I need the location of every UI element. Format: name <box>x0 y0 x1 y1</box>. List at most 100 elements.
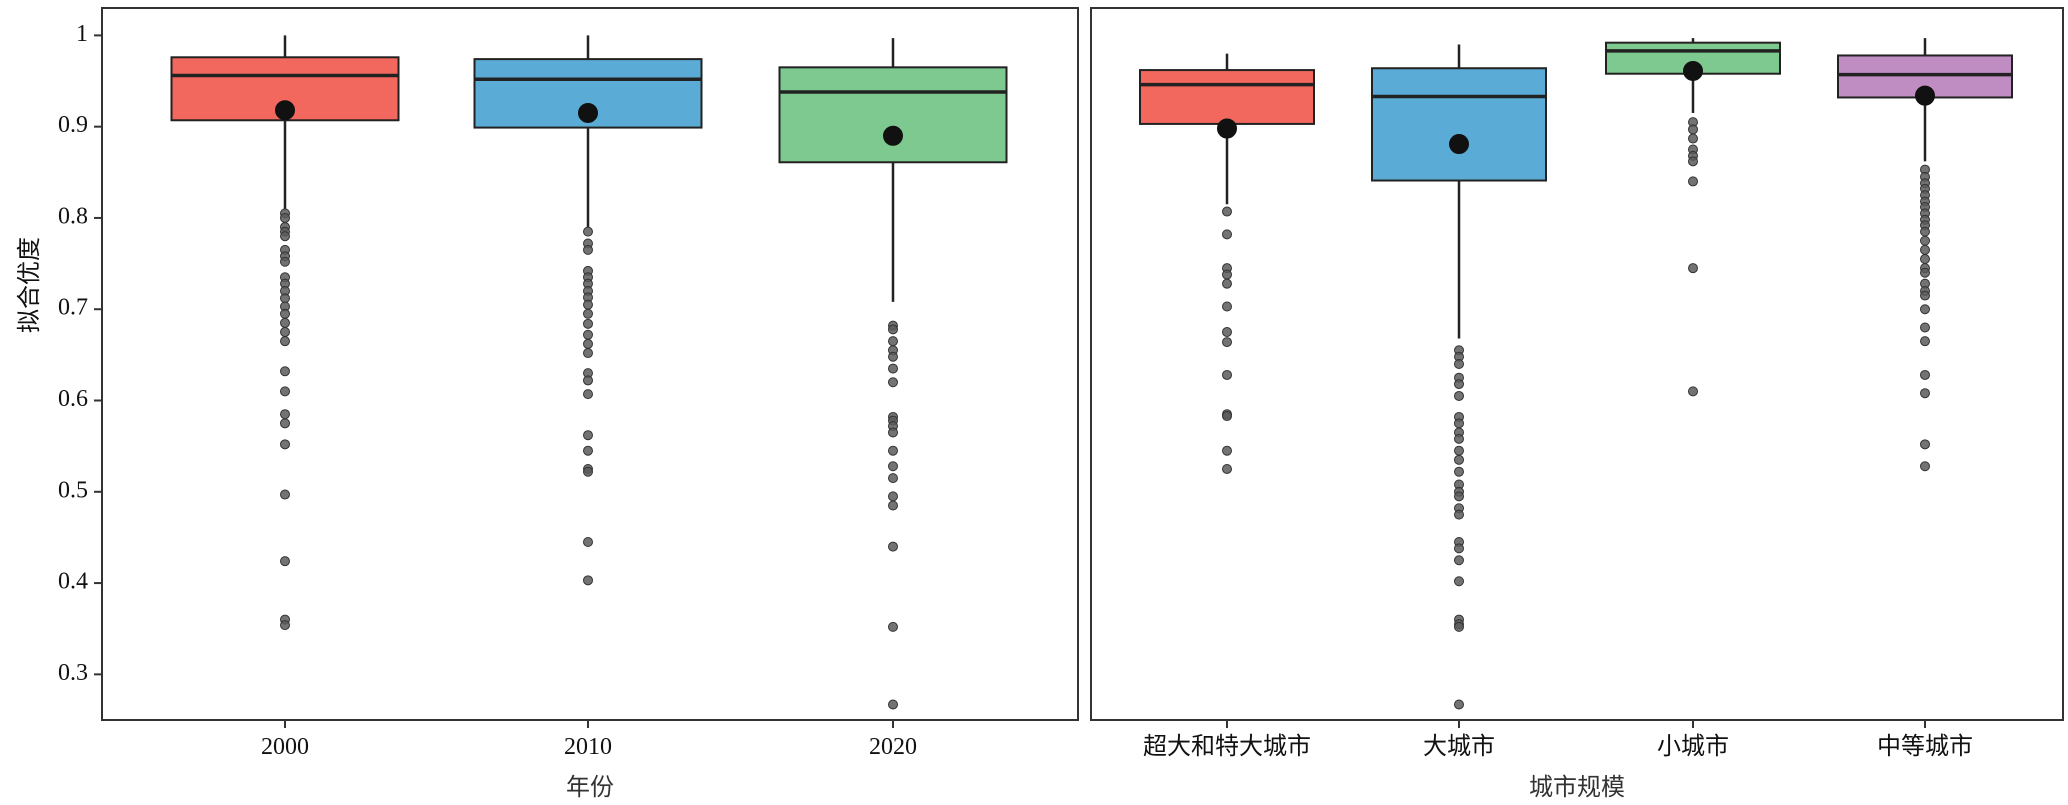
outlier-point <box>280 366 290 377</box>
box-2-4: 中等城市 <box>1837 38 2013 760</box>
outlier-point <box>1454 555 1464 566</box>
outlier-point <box>583 226 593 237</box>
outlier-point <box>1920 267 1930 278</box>
outlier-point <box>1222 411 1232 422</box>
outlier-point <box>1454 359 1464 369</box>
outlier-point <box>583 466 593 477</box>
outlier-point <box>1920 254 1930 265</box>
outlier-point <box>583 389 593 400</box>
outlier-point <box>583 537 593 547</box>
outlier-point <box>1688 176 1698 187</box>
outlier-point <box>888 427 898 438</box>
outlier-point <box>1454 621 1464 632</box>
outlier-point <box>888 461 898 472</box>
outlier-point <box>1920 388 1930 399</box>
outlier-point <box>1454 454 1464 465</box>
y-tick-label: 0.4 <box>58 569 88 595</box>
panel-frame <box>1090 7 2064 721</box>
y-tick-label: 0.5 <box>58 477 88 503</box>
box-body <box>1371 67 1547 182</box>
panel-frame <box>101 7 1079 721</box>
outlier-point <box>1454 390 1464 401</box>
outlier-point <box>1222 206 1232 217</box>
outlier-point <box>1222 463 1232 474</box>
outlier-point <box>280 418 290 429</box>
mean-point <box>1915 85 1935 106</box>
y-axis-title: 拟合优度 <box>15 237 43 333</box>
box-body <box>778 66 1008 164</box>
panel-2: 超大和特大城市 大城市小城市中等城市城市规模 <box>1090 7 2064 801</box>
outlier-point <box>583 318 593 329</box>
outlier-point <box>583 445 593 456</box>
outlier-point <box>1454 509 1464 520</box>
outlier-point <box>1920 336 1930 347</box>
outlier-point <box>1920 304 1930 315</box>
outlier-point <box>1920 235 1930 246</box>
outlier-point <box>888 363 898 374</box>
outlier-point <box>1688 133 1698 144</box>
outlier-point <box>888 699 898 710</box>
outlier-point <box>280 212 290 223</box>
y-tick-label: 0.3 <box>58 660 88 686</box>
outlier-point <box>888 500 898 511</box>
outlier-point <box>1454 445 1464 456</box>
outlier-point <box>280 386 290 397</box>
box-2-2: 大城市 <box>1371 44 1547 760</box>
y-tick-label: 0.9 <box>58 112 88 138</box>
outlier-point <box>1920 290 1930 301</box>
mean-point <box>883 125 903 146</box>
y-tick-label: 0.8 <box>58 203 88 229</box>
outlier-point <box>1454 466 1464 477</box>
outlier-point <box>888 377 898 388</box>
outlier-point <box>1920 322 1930 333</box>
outlier-point <box>888 541 898 552</box>
outlier-point <box>280 308 290 319</box>
y-tick-label: 1 <box>76 21 88 47</box>
box-2-3: 小城市 <box>1605 38 1781 760</box>
outlier-point <box>1222 369 1232 380</box>
outlier-point <box>280 409 290 420</box>
mean-point <box>1217 118 1237 139</box>
box-1-2: 2010 <box>473 35 703 760</box>
outlier-point <box>1920 369 1930 380</box>
outlier-point <box>1920 461 1930 472</box>
box-1-1: 2000 <box>170 35 400 760</box>
x-axis-title: 年份 <box>566 773 614 801</box>
outlier-point <box>583 348 593 359</box>
outlier-point <box>280 256 290 267</box>
x-tick-label: 超大和特大城市 <box>1143 732 1311 760</box>
outlier-point <box>888 491 898 502</box>
outlier-point <box>583 244 593 255</box>
outlier-point <box>583 575 593 586</box>
outlier-point <box>1454 699 1464 710</box>
box-1-3: 2020 <box>778 38 1008 760</box>
outlier-point <box>280 489 290 500</box>
outlier-point <box>888 351 898 362</box>
x-axis-title: 城市规模 <box>1529 773 1625 801</box>
outlier-point <box>1454 576 1464 587</box>
outlier-point <box>280 293 290 304</box>
outlier-point <box>888 336 898 347</box>
outlier-point <box>1222 229 1232 240</box>
outlier-point <box>583 430 593 441</box>
outlier-point <box>1688 156 1698 167</box>
outlier-point <box>583 338 593 349</box>
outlier-point <box>1920 226 1930 237</box>
mean-point <box>578 102 598 123</box>
box-body <box>1139 69 1315 125</box>
outlier-point <box>280 231 290 242</box>
outlier-point <box>1222 445 1232 456</box>
outlier-point <box>1920 244 1930 255</box>
outlier-point <box>1920 439 1930 450</box>
x-tick-label: 中等城市 <box>1877 732 1973 760</box>
outlier-point <box>280 327 290 338</box>
outlier-point <box>1222 327 1232 338</box>
outlier-point <box>1688 386 1698 397</box>
outlier-point <box>1454 418 1464 429</box>
outlier-point <box>280 336 290 347</box>
y-tick-label: 0.6 <box>58 386 88 412</box>
outlier-point <box>280 556 290 567</box>
outlier-point <box>1222 269 1232 280</box>
